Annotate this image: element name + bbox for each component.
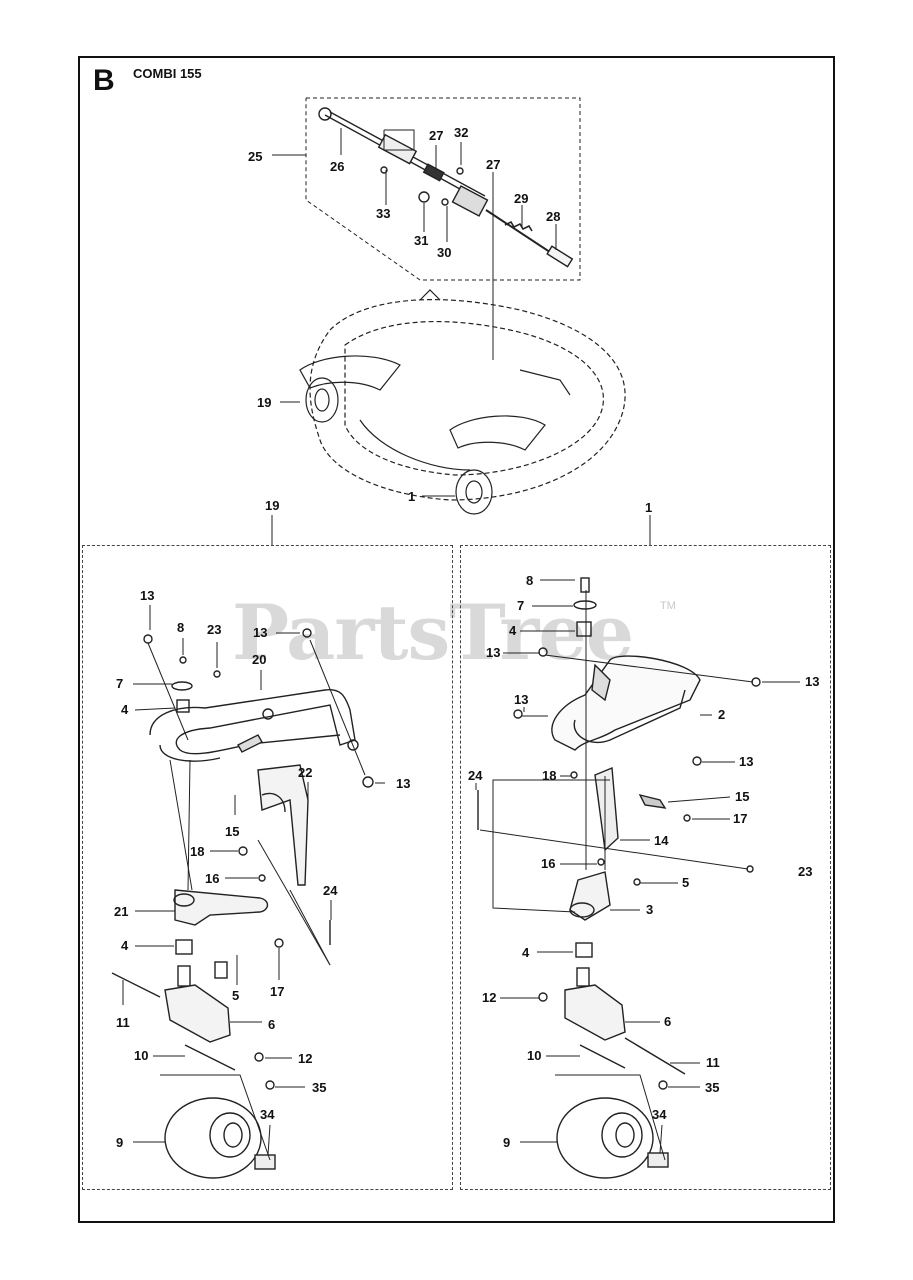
callout-R3: 3 (646, 902, 654, 917)
callout-L7: 7 (116, 676, 124, 691)
callout-L21: 21 (114, 904, 129, 919)
callout-c30: 30 (437, 245, 452, 260)
callout-R13a: 13 (486, 645, 501, 660)
callout-L15: 15 (225, 824, 240, 839)
callout-R34: 34 (652, 1107, 667, 1122)
callout-c27a: 27 (429, 128, 444, 143)
rod-detail-box (305, 97, 581, 281)
callout-L4a: 4 (121, 702, 129, 717)
callout-c25: 25 (248, 149, 263, 164)
callout-L20: 20 (252, 652, 267, 667)
callout-R4b: 4 (522, 945, 530, 960)
callout-R13b: 13 (805, 674, 820, 689)
callout-L10: 10 (134, 1048, 149, 1063)
callout-L35: 35 (312, 1080, 327, 1095)
model-title: COMBI 155 (133, 66, 202, 81)
callout-L5: 5 (232, 988, 240, 1003)
callout-L16: 16 (205, 871, 220, 886)
callout-L12: 12 (298, 1051, 313, 1066)
callout-R8: 8 (526, 573, 534, 588)
callout-L13b: 13 (253, 625, 268, 640)
callout-c19top: 19 (257, 395, 272, 410)
callout-R17: 17 (733, 811, 748, 826)
callout-R24: 24 (468, 768, 483, 783)
callout-L8: 8 (177, 620, 185, 635)
callout-R35: 35 (705, 1080, 720, 1095)
callout-L24: 24 (323, 883, 338, 898)
callout-c29: 29 (514, 191, 529, 206)
callout-R13d: 13 (739, 754, 754, 769)
callout-R2: 2 (718, 707, 726, 722)
callout-R15: 15 (735, 789, 750, 804)
callout-L13c: 13 (396, 776, 411, 791)
callout-L34: 34 (260, 1107, 275, 1122)
callout-L22: 22 (298, 765, 313, 780)
callout-R6: 6 (664, 1014, 672, 1029)
callout-c26: 26 (330, 159, 345, 174)
callout-c19box: 19 (265, 498, 280, 513)
lift-rod-assembly (318, 107, 574, 268)
callout-R13c: 13 (514, 692, 529, 707)
callout-c1box: 1 (645, 500, 653, 515)
callout-L4b: 4 (121, 938, 129, 953)
callout-L6: 6 (268, 1017, 276, 1032)
mower-deck (299, 289, 626, 515)
callout-R12: 12 (482, 990, 497, 1005)
callout-L13a: 13 (140, 588, 155, 603)
callout-L18: 18 (190, 844, 205, 859)
callout-R11: 11 (706, 1055, 720, 1070)
callout-L23: 23 (207, 622, 222, 637)
left-detail-box (82, 545, 453, 1190)
callout-R23: 23 (798, 864, 813, 879)
callout-c27b: 27 (486, 157, 501, 172)
callout-c33: 33 (376, 206, 391, 221)
callout-L9: 9 (116, 1135, 124, 1150)
right-caster-arm (477, 577, 761, 1179)
callout-R4a: 4 (509, 623, 517, 638)
callout-R7: 7 (517, 598, 525, 613)
callout-R14: 14 (654, 833, 669, 848)
watermark-trademark: TM (660, 600, 676, 612)
callout-c28: 28 (546, 209, 561, 224)
left-caster-arm (111, 628, 374, 1179)
right-detail-box (460, 545, 831, 1190)
drawing-frame (78, 56, 835, 1223)
callout-c1top: 1 (408, 489, 416, 504)
callout-c32: 32 (454, 125, 469, 140)
section-letter: B (93, 64, 115, 97)
callout-R10: 10 (527, 1048, 542, 1063)
callout-L17: 17 (270, 984, 285, 999)
callout-R16: 16 (541, 856, 556, 871)
callout-c31: 31 (414, 233, 429, 248)
callout-R18: 18 (542, 768, 557, 783)
callout-R5: 5 (682, 875, 690, 890)
callout-L11: 11 (116, 1015, 130, 1030)
callout-R9: 9 (503, 1135, 511, 1150)
